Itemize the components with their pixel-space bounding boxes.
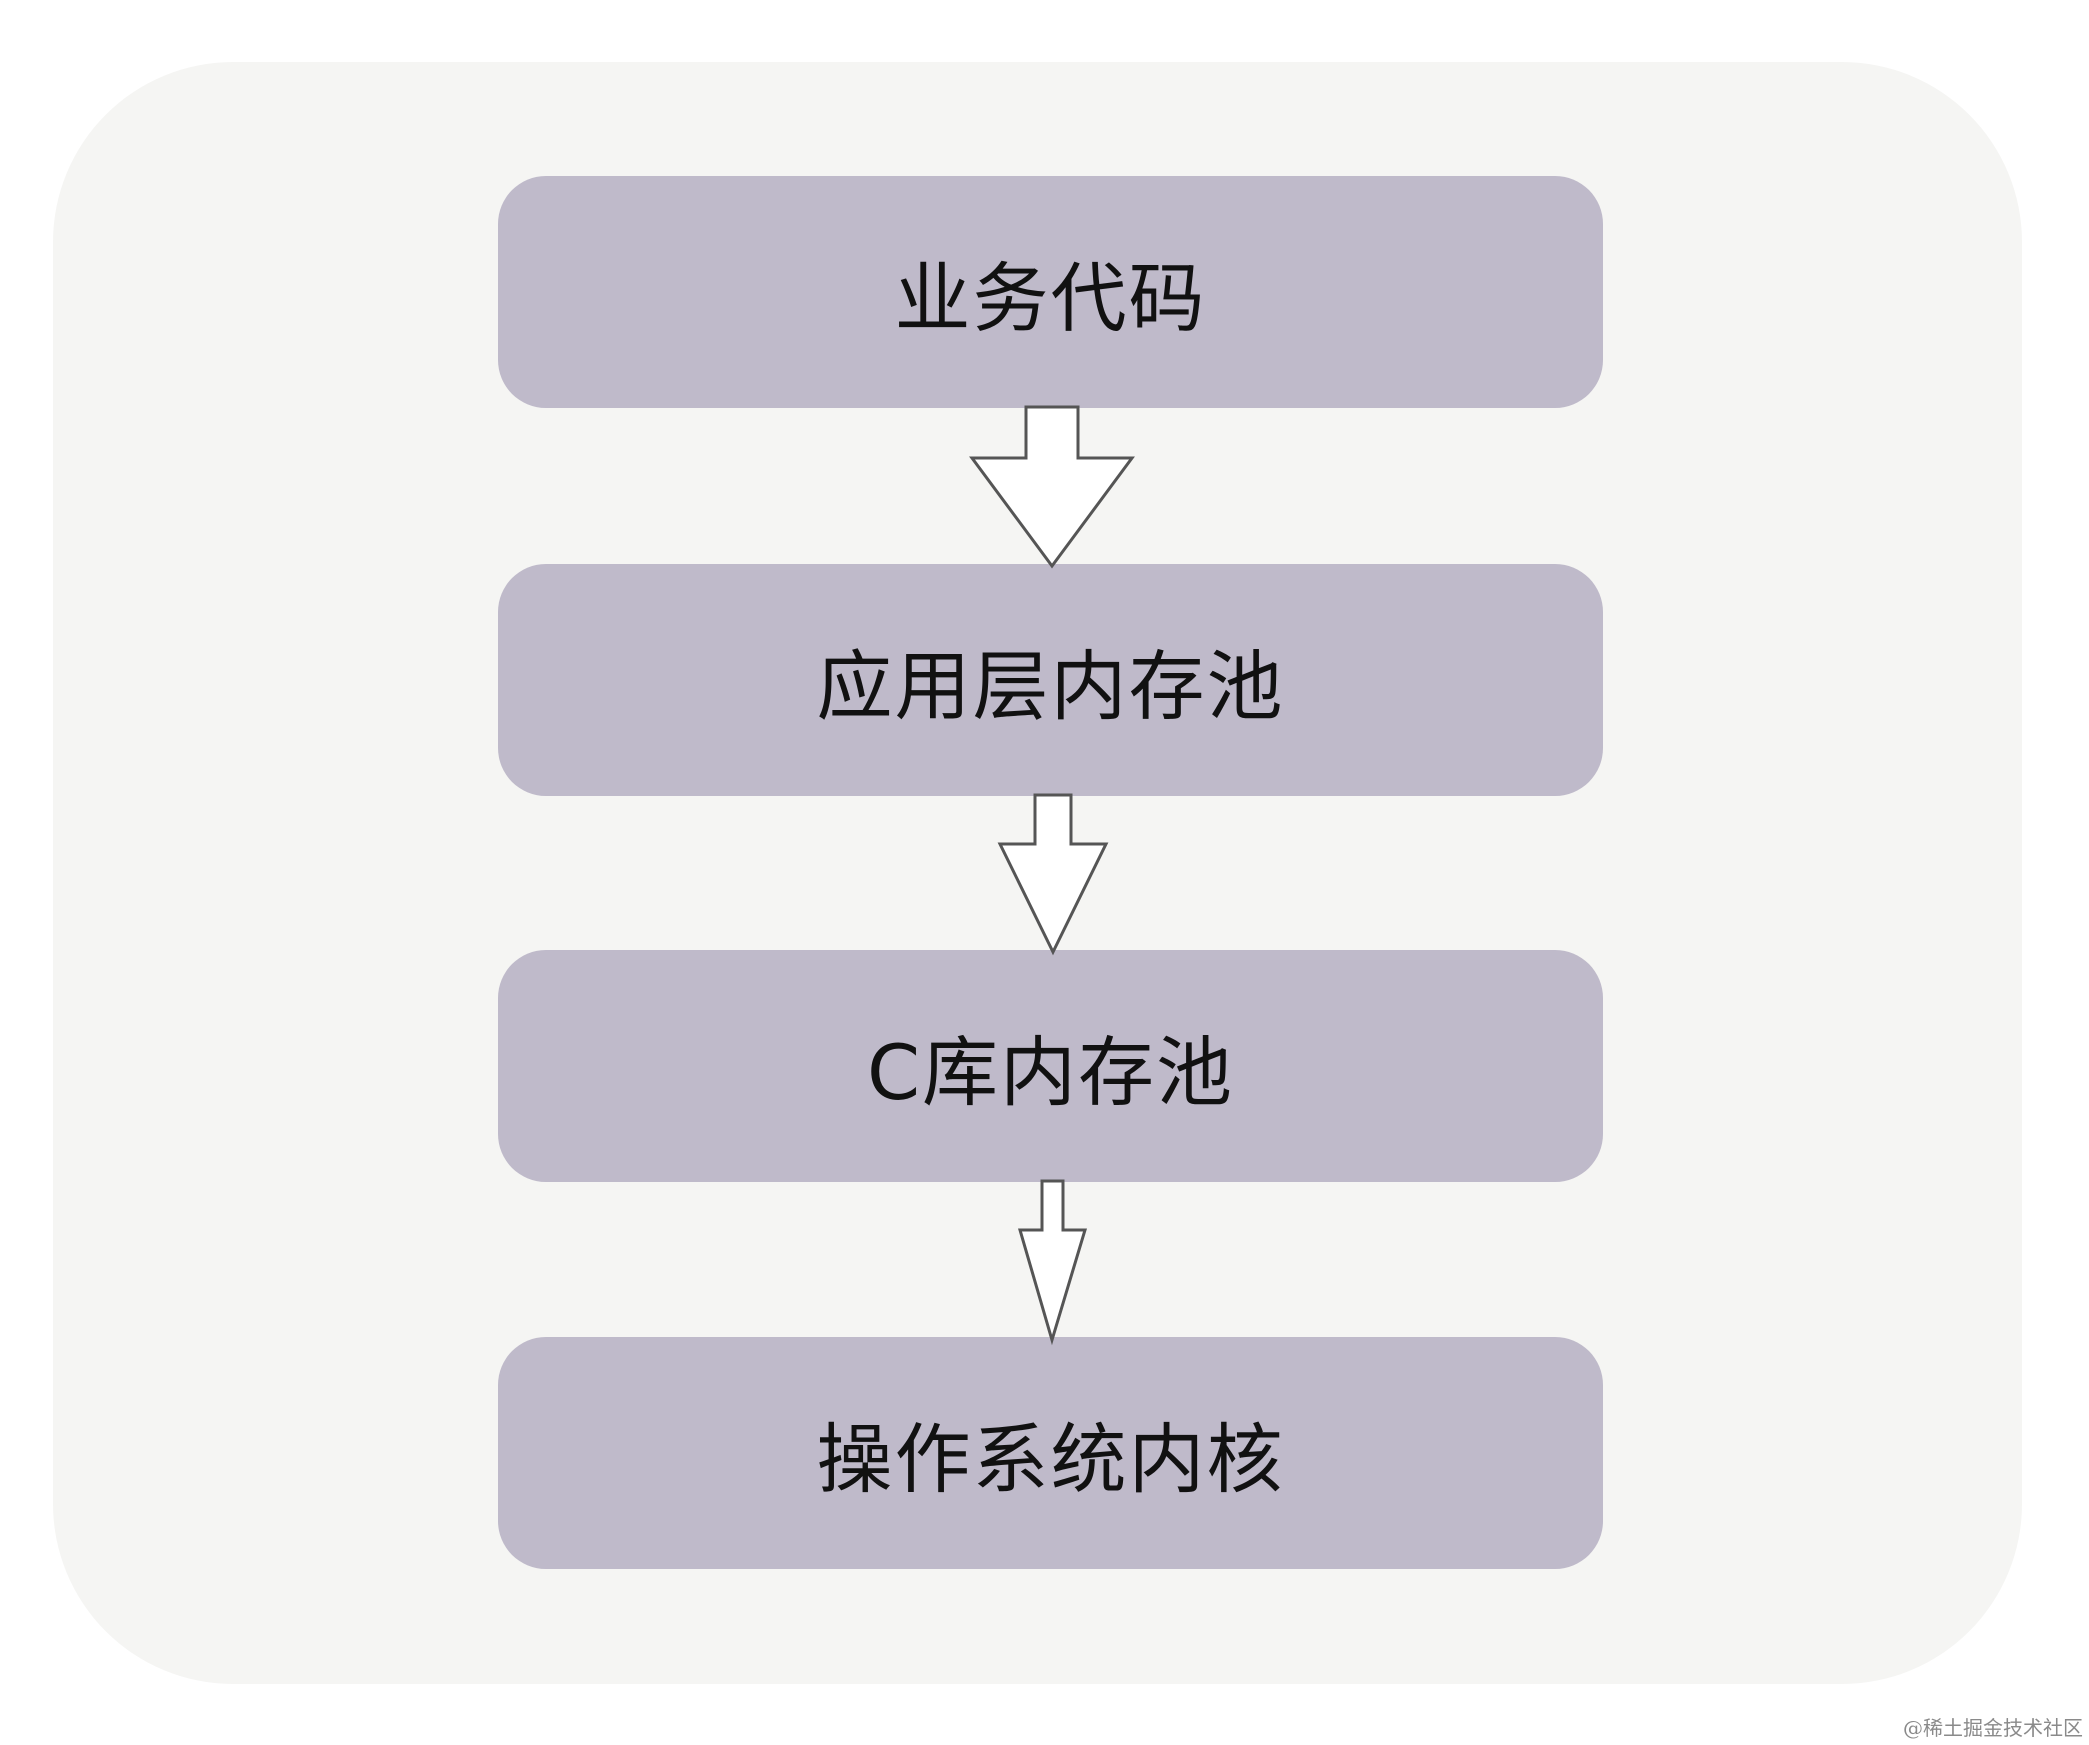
box-os-kernel: 操作系统内核 — [498, 1337, 1603, 1569]
box-app-memory-pool: 应用层内存池 — [498, 564, 1603, 796]
box-business-code: 业务代码 — [498, 176, 1603, 408]
box-label-business-code: 业务代码 — [894, 254, 1207, 343]
box-c-lib-memory-pool: C库内存池 — [498, 950, 1603, 1182]
box-label-c-lib-memory-pool: C库内存池 — [866, 1028, 1235, 1117]
watermark: @稀土掘金技术社区 — [1903, 1716, 2083, 1740]
box-label-os-kernel: 操作系统内核 — [816, 1415, 1285, 1504]
box-label-app-memory-pool: 应用层内存池 — [816, 642, 1285, 731]
